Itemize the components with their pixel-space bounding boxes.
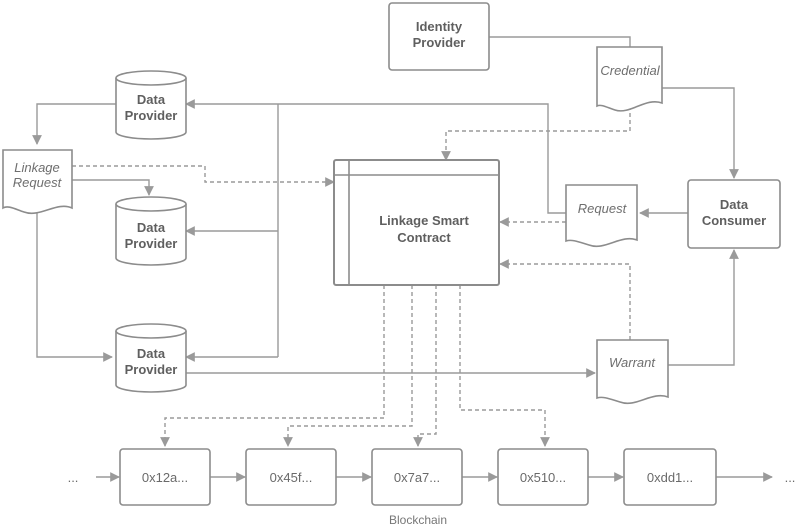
edge-warrant-to-consumer — [668, 249, 739, 366]
edge-contract-to-block-4 — [459, 285, 550, 447]
warrant-document: Warrant — [596, 339, 669, 405]
data-consumer-label-1: Data — [720, 197, 749, 212]
data-provider-top-label-1: Data — [137, 92, 166, 107]
connectors-solid — [32, 36, 773, 482]
edge-request-to-providers — [185, 99, 566, 214]
blockchain: ... 0x12a... 0x45f... 0x7a7... 0x510... … — [68, 448, 796, 527]
edge-credential-to-contract — [441, 106, 631, 161]
data-provider-bottom-label-1: Data — [137, 346, 166, 361]
warrant-label: Warrant — [609, 355, 656, 370]
edge-linkage-request-to-bottom-provider — [36, 210, 113, 362]
connectors-dashed — [72, 106, 631, 447]
data-provider-bottom-label-2: Provider — [125, 362, 178, 377]
block-label: 0x7a7... — [394, 470, 440, 485]
blockchain-caption: Blockchain — [389, 513, 447, 527]
chain-ellipsis-right: ... — [785, 470, 796, 485]
edge-linkage-request-to-mid-provider — [72, 179, 154, 196]
data-provider-top: Data Provider — [115, 70, 187, 140]
identity-provider-node: Identity Provider — [388, 2, 490, 71]
edge-contract-to-block-2 — [283, 285, 413, 447]
request-label: Request — [578, 201, 628, 216]
credential-document: Credential — [596, 46, 663, 112]
data-provider-mid-label-1: Data — [137, 220, 166, 235]
block-label: 0xdd1... — [647, 470, 693, 485]
chain-ellipsis-left: ... — [68, 470, 79, 485]
contract-label-2: Contract — [397, 230, 451, 245]
linkage-smart-contract-node: Linkage Smart Contract — [333, 159, 500, 286]
block-label: 0x510... — [520, 470, 566, 485]
edge-provider-to-linkage-request — [32, 103, 116, 145]
linkage-request-document: Linkage Request — [2, 149, 73, 215]
identity-provider-label-2: Provider — [413, 35, 466, 50]
edge-contract-to-block-3 — [413, 285, 437, 447]
linkage-request-label-1: Linkage — [14, 160, 60, 175]
edge-identity-to-credential — [489, 36, 631, 47]
block-label: 0x12a... — [142, 470, 188, 485]
edge-warrant-to-contract — [499, 259, 631, 340]
edge-contract-to-block-1 — [160, 285, 385, 447]
block-label: 0x45f... — [270, 470, 313, 485]
data-consumer-node: Data Consumer — [687, 179, 781, 249]
data-provider-top-label-2: Provider — [125, 108, 178, 123]
block-0x7a7: 0x7a7... — [371, 448, 463, 506]
identity-provider-label-1: Identity — [416, 19, 463, 34]
data-provider-mid: Data Provider — [115, 196, 187, 266]
data-provider-bottom: Data Provider — [115, 323, 187, 393]
credential-label: Credential — [600, 63, 660, 78]
data-provider-mid-label-2: Provider — [125, 236, 178, 251]
block-0x510: 0x510... — [497, 448, 589, 506]
block-0x45f: 0x45f... — [245, 448, 337, 506]
linkage-request-label-2: Request — [13, 175, 63, 190]
edge-credential-to-consumer — [662, 87, 739, 179]
request-document: Request — [565, 184, 638, 248]
block-0xdd1: 0xdd1... — [623, 448, 717, 506]
data-consumer-label-2: Consumer — [702, 213, 766, 228]
block-0x12a: 0x12a... — [119, 448, 211, 506]
contract-label-1: Linkage Smart — [379, 213, 469, 228]
edge-linkage-request-to-contract — [72, 165, 335, 187]
